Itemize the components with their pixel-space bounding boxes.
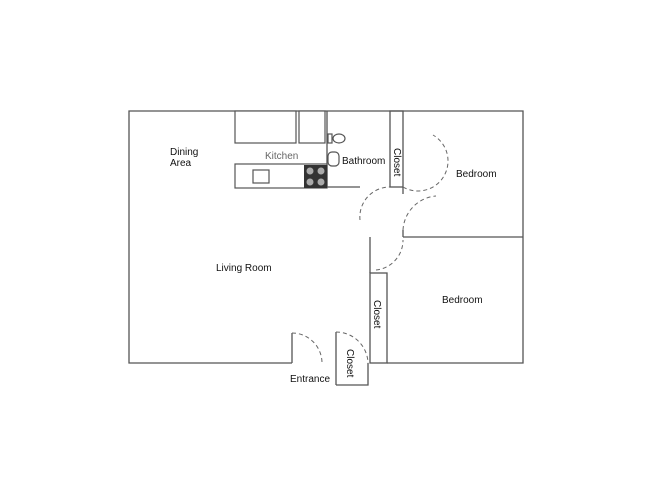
kitchen-counter-top xyxy=(234,110,297,144)
stove-icon xyxy=(304,165,327,188)
room-labels: Dining Area Kitchen Bathroom Closet Bedr… xyxy=(170,147,497,385)
doors xyxy=(291,134,449,364)
sink-icon xyxy=(252,169,270,184)
toilet-icon xyxy=(327,133,346,144)
label-bedroom-top: Bedroom xyxy=(456,169,497,180)
label-bedroom-bottom: Bedroom xyxy=(442,295,483,306)
refrigerator-icon xyxy=(298,110,326,144)
label-dining: Dining xyxy=(170,147,198,158)
label-dining-2: Area xyxy=(170,158,192,169)
label-kitchen: Kitchen xyxy=(265,151,298,162)
label-closet-hall: Closet xyxy=(371,300,382,329)
label-entrance: Entrance xyxy=(290,374,330,385)
walls xyxy=(128,110,524,386)
label-bathroom: Bathroom xyxy=(342,156,385,167)
bathroom-sink-icon xyxy=(327,151,340,167)
label-closet-entry: Closet xyxy=(344,349,355,378)
label-living-room: Living Room xyxy=(216,263,272,274)
label-closet-bath: Closet xyxy=(391,148,402,177)
kitchen-fixtures xyxy=(234,110,346,189)
